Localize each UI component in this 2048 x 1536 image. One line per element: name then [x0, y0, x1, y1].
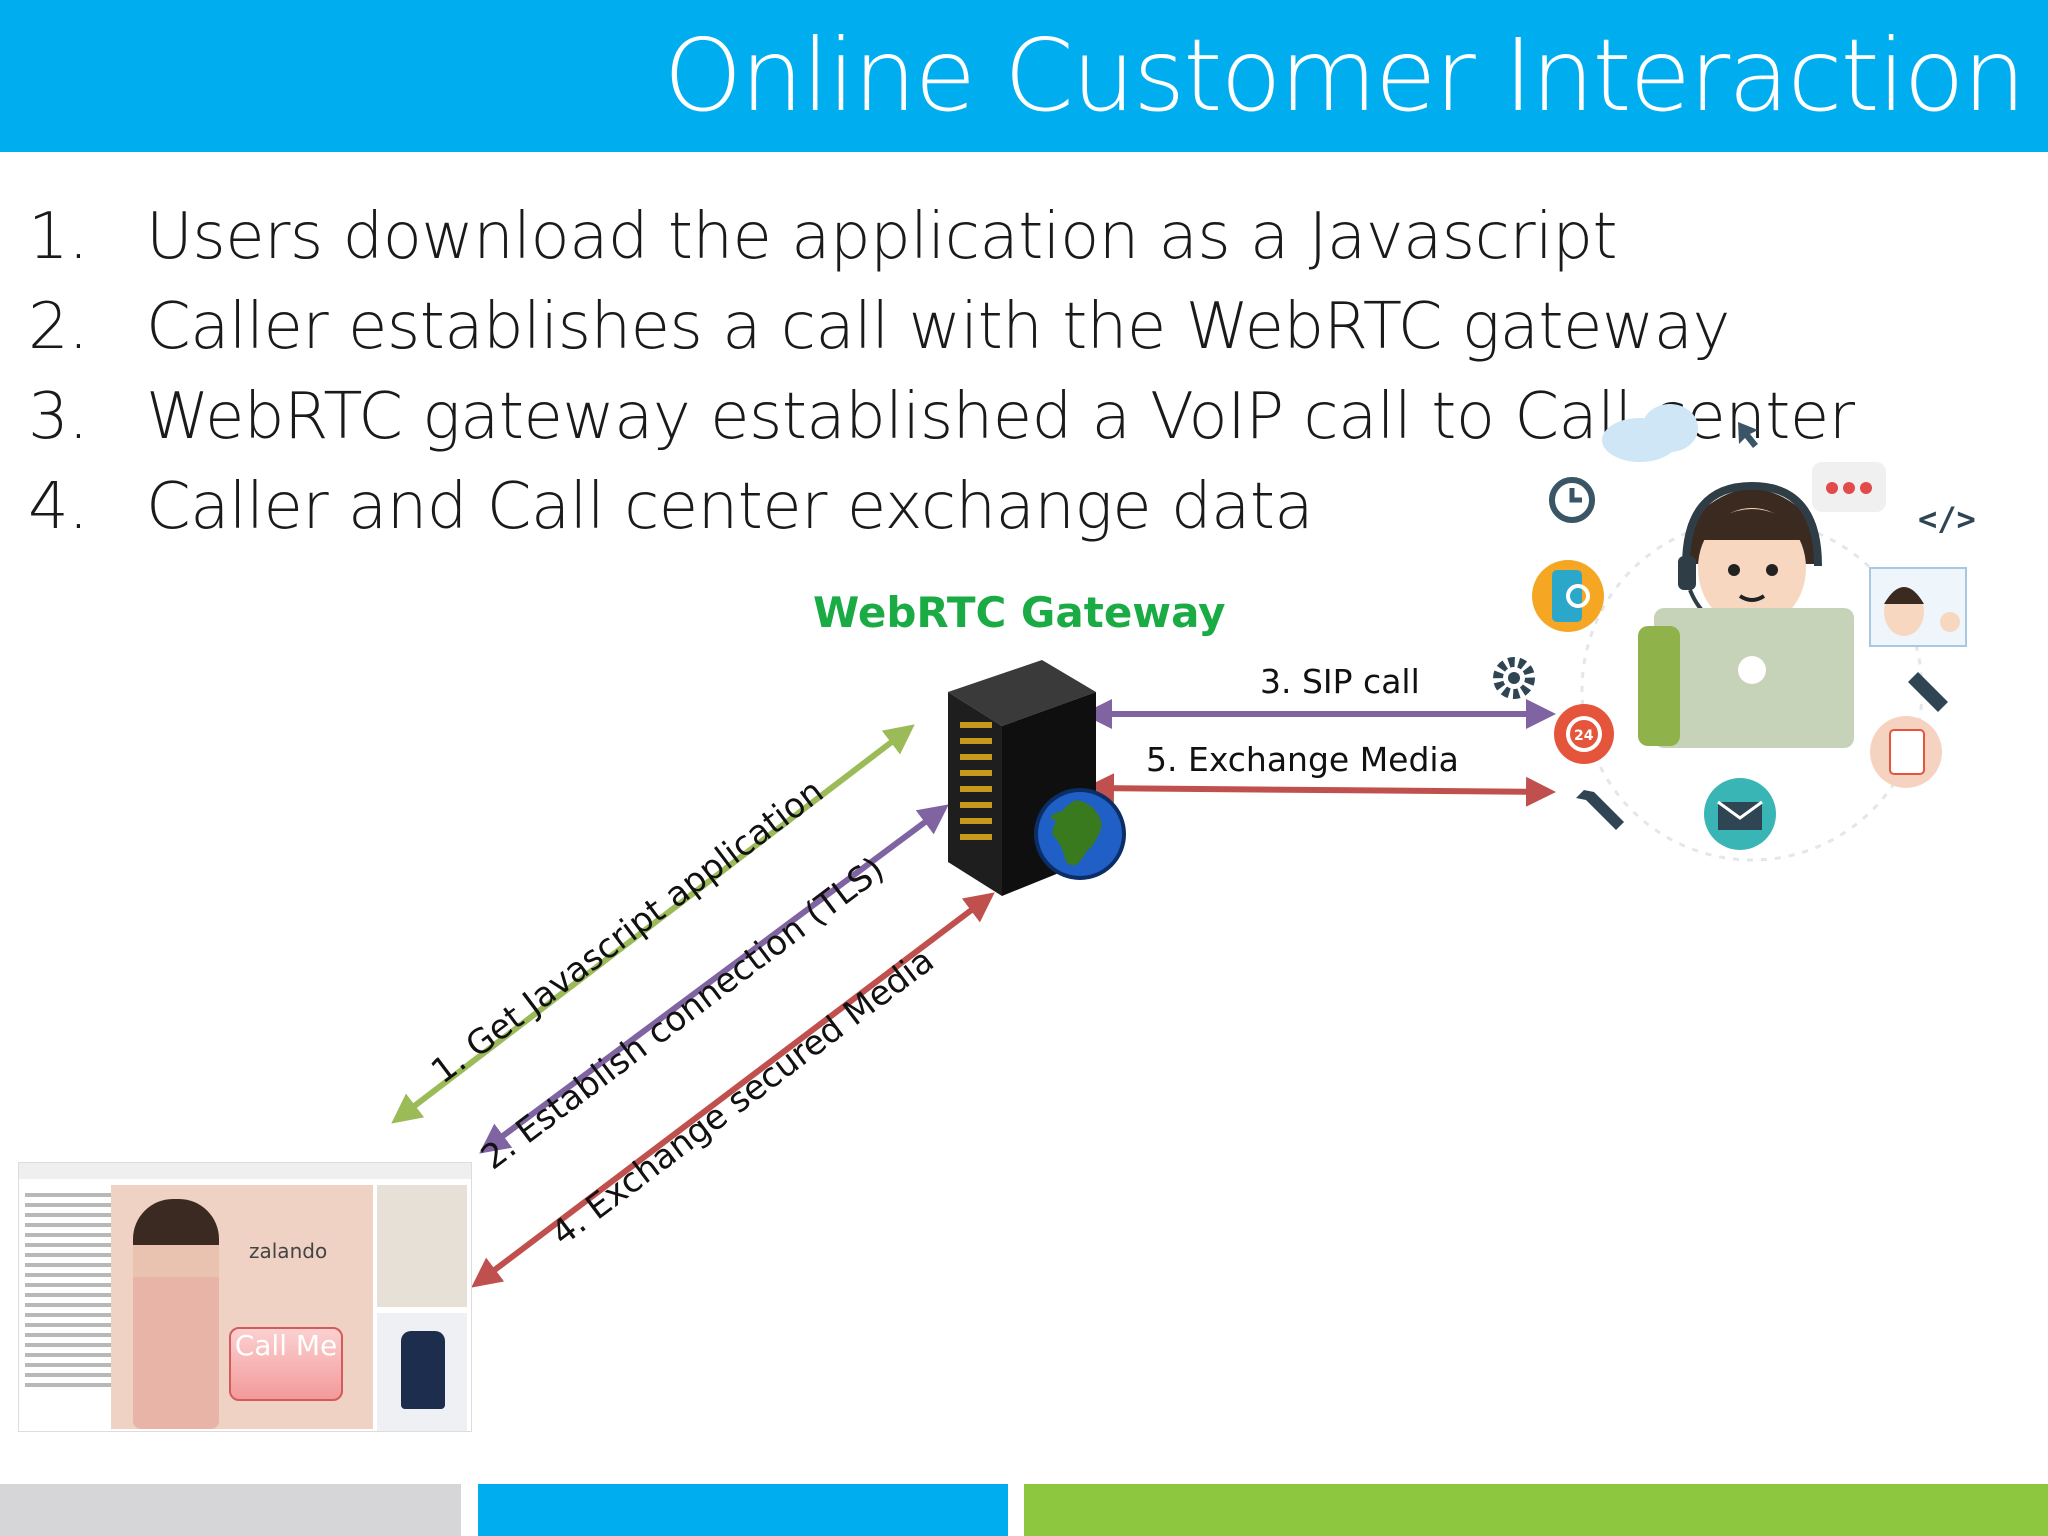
svg-text:24: 24 [1574, 728, 1594, 744]
24-hour-icon: 24 [1554, 704, 1614, 764]
clock-icon [1549, 477, 1595, 523]
page-title: Online Customer Interaction [663, 17, 2026, 134]
step-number: 4. [28, 470, 89, 544]
title-bar: Online Customer Interaction [0, 0, 2048, 152]
call-center-agent-illustration: </> 24 [1493, 404, 1976, 862]
step-text: Users download the application as a Java… [146, 200, 1618, 274]
cursor-icon [1738, 422, 1758, 448]
wrench-icon [1576, 790, 1624, 830]
clipboard-icon [1870, 716, 1942, 788]
arrow-exchange-secured-media [471, 892, 995, 1288]
cloud-icon [1602, 404, 1698, 462]
brand-logo: zalando [249, 1239, 328, 1263]
step-number: 1. [28, 200, 89, 274]
globe-icon [1034, 788, 1126, 880]
dress-photo [401, 1331, 445, 1409]
product-card [377, 1313, 467, 1431]
envelope-icon [1704, 778, 1776, 850]
step-item: 2. Caller establishes a call with the We… [28, 282, 1855, 372]
steps-list: 1. Users download the application as a J… [28, 192, 1855, 552]
exchange-media-label: 5. Exchange Media [1146, 740, 1459, 779]
model-photo [133, 1199, 219, 1429]
footer-bar-gray [0, 1484, 461, 1536]
code-icon: </> [1918, 500, 1976, 538]
shop-website-thumbnail: zalando Call Me [18, 1162, 472, 1432]
step-text: Caller establishes a call with the WebRT… [146, 290, 1730, 364]
gateway-label: WebRTC Gateway [813, 588, 1226, 637]
video-call-icon [1869, 567, 1967, 647]
sip-call-label: 3. SIP call [1260, 662, 1420, 701]
step-item: 3. WebRTC gateway established a VoIP cal… [28, 372, 1855, 462]
arrow-exchange-media [1084, 773, 1556, 807]
site-nav-bar [19, 1163, 471, 1179]
step-item: 1. Users download the application as a J… [28, 192, 1855, 282]
gear-icon [1493, 657, 1535, 699]
site-sidebar [21, 1187, 117, 1427]
step-number: 3. [28, 380, 89, 454]
chat-bubble-icon [1812, 462, 1886, 512]
agent-figure [1638, 481, 1854, 748]
step-text: Caller and Call center exchange data [146, 470, 1314, 544]
step-text: WebRTC gateway established a VoIP call t… [146, 380, 1855, 454]
footer-bar-blue [478, 1484, 1008, 1536]
site-hero-banner: zalando Call Me [111, 1185, 373, 1429]
product-card [377, 1185, 467, 1307]
step-item: 4. Caller and Call center exchange data [28, 462, 1855, 552]
footer-bar-green [1024, 1484, 2048, 1536]
smartphone-icon [1532, 560, 1604, 632]
pencil-icon [1908, 672, 1948, 712]
call-me-button[interactable]: Call Me [229, 1327, 343, 1401]
step-number: 2. [28, 290, 89, 364]
